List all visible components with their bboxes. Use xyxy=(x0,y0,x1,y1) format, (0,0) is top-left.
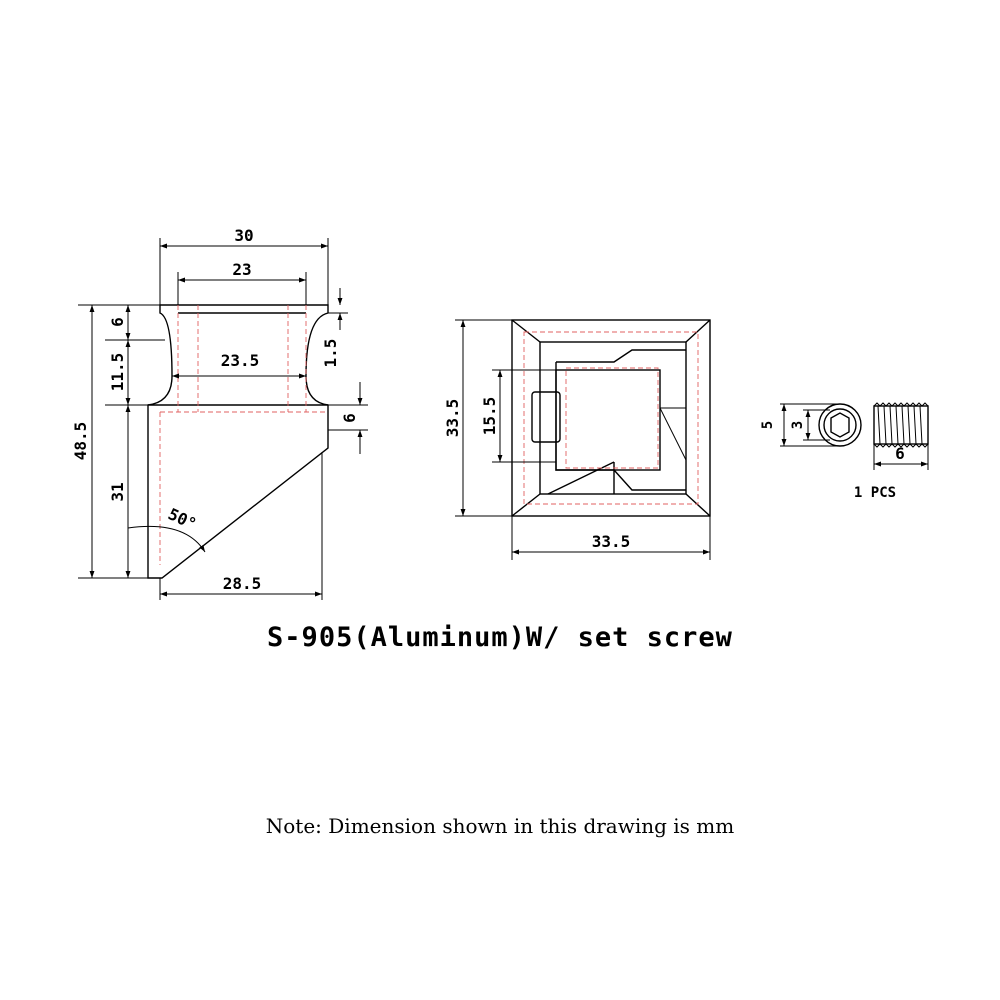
dim-inner-width: 23 xyxy=(232,260,251,279)
top-view-screw-hole xyxy=(531,391,561,443)
hex-socket xyxy=(830,412,850,438)
set-screw-end-circle xyxy=(818,403,862,447)
dim-screw-length: 6 xyxy=(895,444,905,463)
dim-total-height: 48.5 xyxy=(71,422,90,461)
top-view-square-hole xyxy=(555,369,661,471)
side-view: 30 23 23.5 28.5 48.5 6 11.5 31 1.5 6 50° xyxy=(71,226,368,600)
set-screw-thread-body xyxy=(873,405,929,445)
dim-neck-height: 11.5 xyxy=(108,353,127,392)
top-view: 33.5 15.5 33.5 xyxy=(443,319,711,560)
dim-body-height: 31 xyxy=(108,482,127,501)
dim-neck-width: 23.5 xyxy=(221,351,260,370)
top-view-hidden-hole xyxy=(565,367,659,469)
dim-angle: 50° xyxy=(165,504,199,533)
dim-outer-width: 33.5 xyxy=(592,532,631,551)
side-view-outline xyxy=(147,304,329,579)
set-screw-view: 5 3 6 1 PCS xyxy=(760,402,929,501)
top-view-hidden-square xyxy=(523,331,699,505)
top-view-outer-square xyxy=(511,319,711,517)
dim-hole-height: 15.5 xyxy=(480,397,499,436)
product-title: S-905(Aluminum)W/ set screw xyxy=(267,622,733,653)
dim-hex-size: 3 xyxy=(790,421,806,429)
dim-top-width: 30 xyxy=(234,226,253,245)
dim-screw-dia: 5 xyxy=(760,421,776,429)
set-screw-quantity: 1 PCS xyxy=(854,485,896,501)
dim-bottom-width: 28.5 xyxy=(223,574,262,593)
top-view-inner-square xyxy=(539,341,687,495)
dim-step: 6 xyxy=(340,413,359,423)
angle-arc xyxy=(127,525,206,553)
dim-lip: 1.5 xyxy=(321,339,340,368)
units-note: Note: Dimension shown in this drawing is… xyxy=(265,814,735,838)
dim-outer-height: 33.5 xyxy=(443,399,462,438)
dim-cap-height: 6 xyxy=(108,317,127,327)
